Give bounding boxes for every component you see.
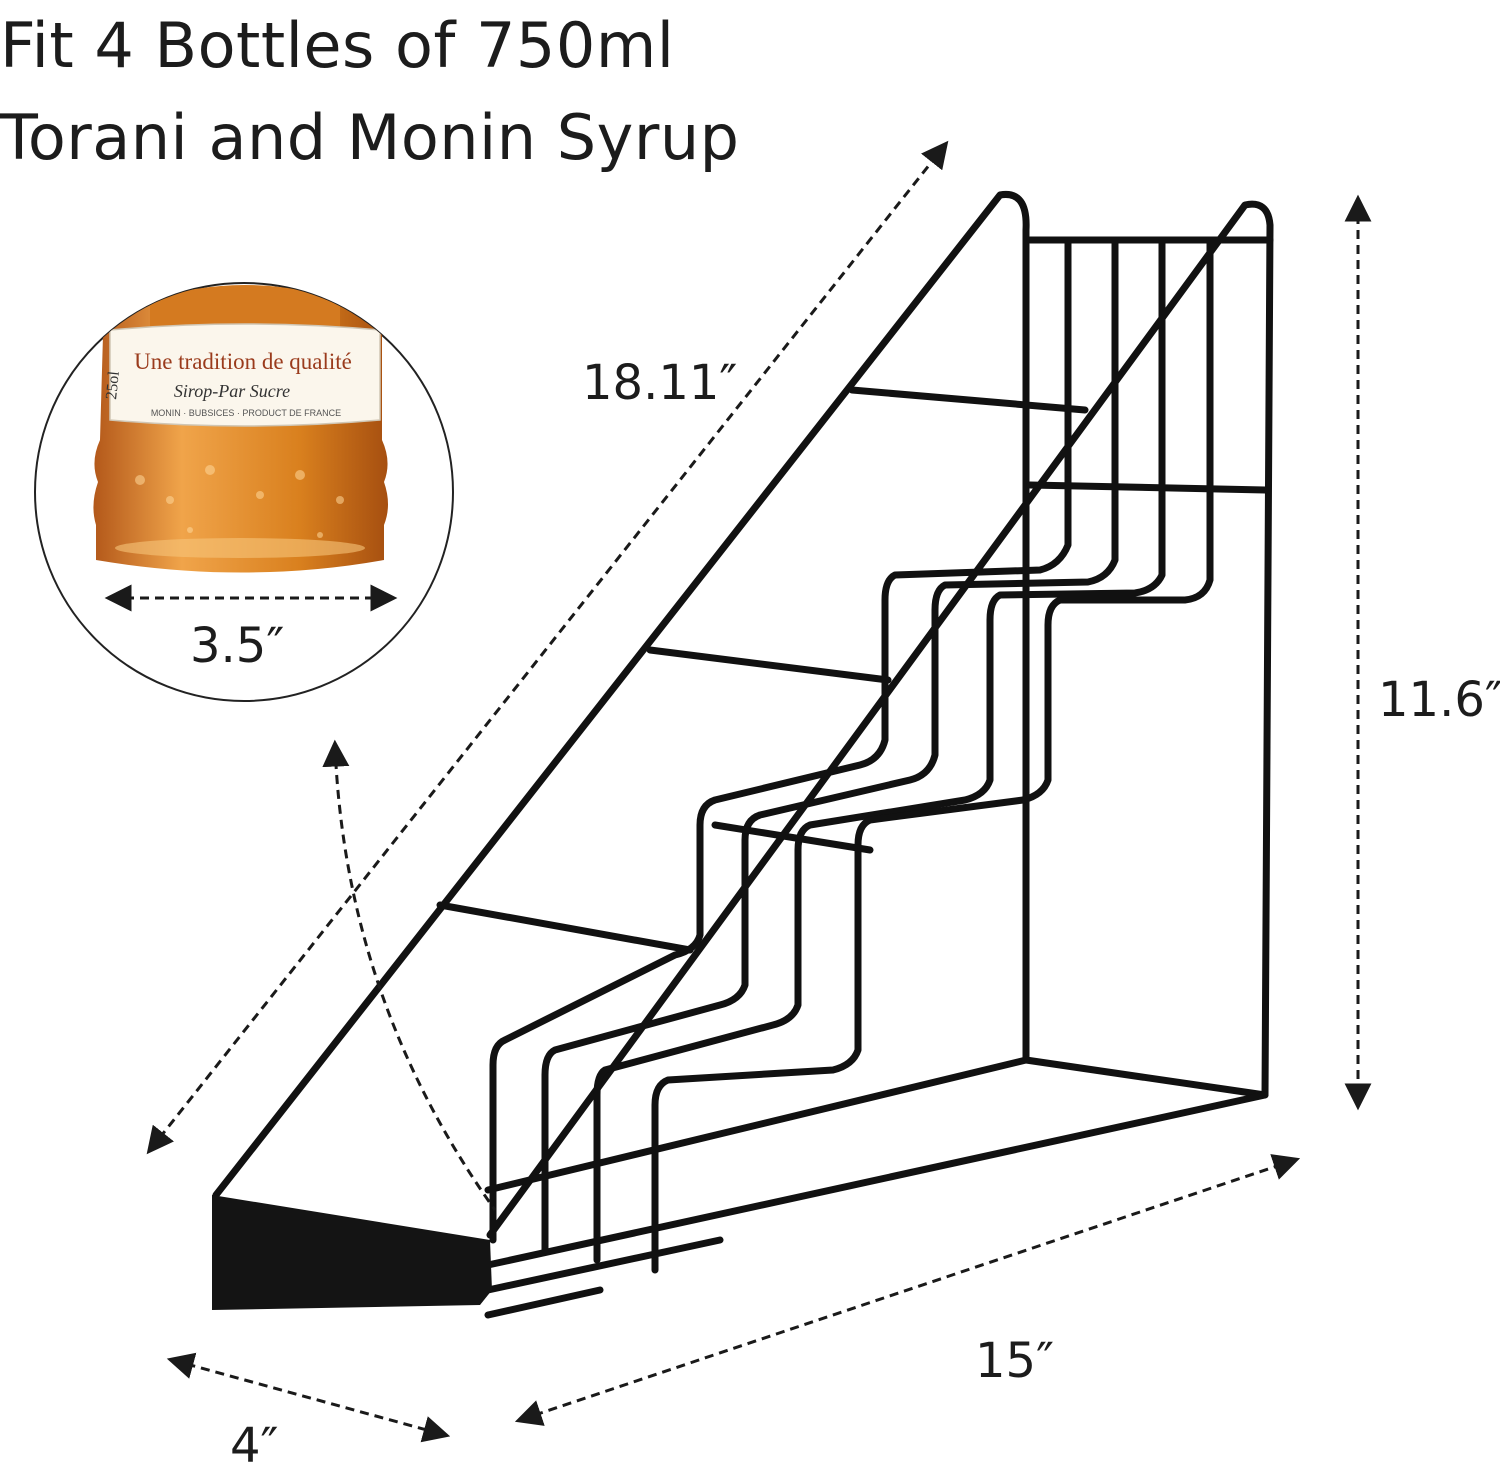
bottle-label-origin: MONIN · BUBSICES · PRODUCT DE FRANCE [151,408,341,418]
bottle-label-volume: 25ol [103,370,123,401]
headline-line-1: Fit 4 Bottles of 750ml [0,9,675,82]
length-dimension-label: 15″ [975,1333,1055,1389]
headline: Fit 4 Bottles of 750ml Torani and Monin … [0,0,739,184]
bottle-pointer-arrow [322,739,497,1211]
depth-arrow [166,1352,451,1443]
depth-dimension-label: 4″ [230,1418,279,1474]
bottle-width-label: 3.5″ [190,618,285,674]
diagonal-dimension-label: 18.11″ [582,355,738,411]
diagonal-arrow [146,140,949,1155]
length-arrow [514,1154,1301,1426]
height-dimension-label: 11.6″ [1378,672,1500,728]
bottle-label-title: Une tradition de qualité [134,349,352,374]
rack-front-plate [212,1195,492,1310]
bottle-label-subtitle: Sirop-Par Sucre [174,381,290,401]
